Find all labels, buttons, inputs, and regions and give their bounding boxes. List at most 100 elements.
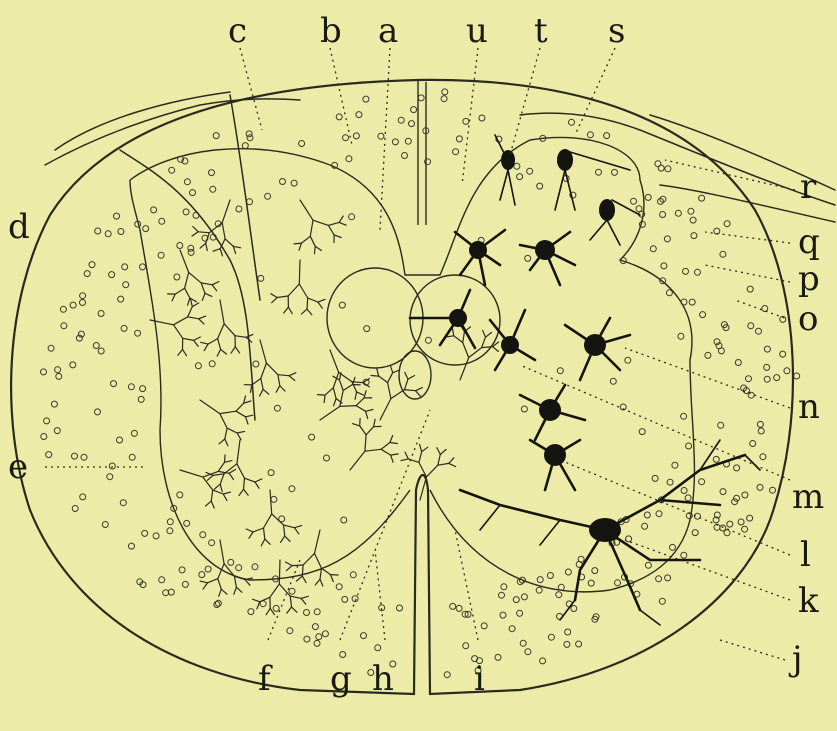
label-t: t (534, 11, 548, 51)
collateral-branch (263, 389, 269, 394)
fibre-section-dot (441, 96, 447, 102)
collateral-branch (438, 454, 441, 465)
fibre-section-dot (718, 422, 724, 428)
fibre-section-dot (159, 218, 165, 224)
collateral-branch (339, 216, 343, 222)
fibre-section-dot (670, 544, 676, 550)
white-matter-dots (41, 89, 800, 678)
fibre-section-dot (713, 456, 719, 462)
fibre-section-dot (304, 610, 310, 616)
collateral-branch (333, 388, 336, 399)
fibre-section-dot (536, 587, 542, 593)
cell-n (565, 318, 630, 380)
fibre-section-dot (274, 405, 280, 411)
collateral-branch (284, 525, 285, 536)
collateral-branch (292, 565, 303, 566)
label-c: c (228, 11, 247, 51)
fibre-section-dot (167, 519, 173, 525)
collateral-branch (420, 477, 426, 500)
collateral-branch (352, 382, 357, 392)
collateral-branch (290, 596, 291, 607)
collateral-branch (438, 463, 449, 465)
collateral-branch (449, 463, 456, 466)
fibre-section-dot (735, 360, 741, 366)
collateral-branch (261, 363, 267, 378)
collateral-branch (180, 250, 189, 272)
collateral-branch (408, 376, 415, 380)
label-m: m (792, 477, 824, 517)
fibre-section-dot (205, 566, 211, 572)
collateral-branch (253, 528, 263, 532)
fibre-section-dot (174, 274, 180, 280)
collateral-branch (223, 492, 230, 494)
fibre-section-dot (84, 271, 90, 277)
collateral-branch (289, 373, 296, 376)
fibre-section-dot (675, 210, 681, 216)
collateral-branch (390, 366, 392, 373)
collateral-branch (236, 587, 242, 592)
fibre-section-dot (140, 386, 146, 392)
collateral-branch (276, 386, 280, 393)
fibre-section-dot (117, 437, 123, 443)
label-o: o (798, 299, 818, 339)
fibre-section-dot (661, 263, 667, 269)
fibre-section-dot (120, 500, 126, 506)
collateral-branch (463, 343, 469, 358)
fibre-section-dot (324, 455, 330, 461)
fibre-section-dot (336, 114, 342, 120)
collateral-branch (281, 536, 285, 542)
collateral-branch (280, 386, 285, 392)
collateral-branch (286, 566, 292, 571)
collateral-branch (188, 298, 190, 305)
fibre-section-dot (764, 364, 770, 370)
collateral-branch (272, 298, 278, 303)
fibre-section-dot (631, 198, 637, 204)
cell-t (455, 230, 505, 285)
fibre-section-dot (109, 463, 115, 469)
collateral-branch (330, 350, 339, 372)
fibre-section-dot (592, 568, 598, 574)
fibre-section-dot (757, 484, 763, 490)
fibre-section-dot (587, 132, 593, 138)
fibre-section-dot (513, 597, 519, 603)
fibre-section-dot (177, 492, 183, 498)
fibre-section-dot (200, 532, 206, 538)
fibre-section-dot (111, 381, 117, 387)
fibre-section-dot (520, 640, 526, 646)
collateral-branch (422, 447, 428, 452)
fibre-section-dot (138, 396, 144, 402)
fibre-section-dot (199, 572, 205, 578)
collateral-branch (185, 272, 189, 288)
fibre-section-dot (762, 306, 768, 312)
fibre-section-dot (247, 135, 253, 141)
fibre-section-dot (756, 328, 762, 334)
collateral-branch (231, 347, 235, 353)
fibre-section-dot (681, 299, 687, 305)
fibre-section-dot (645, 194, 651, 200)
collateral-branch (193, 227, 198, 232)
fibre-section-dot (122, 264, 128, 270)
collateral-branch (200, 581, 207, 583)
collateral-branch (174, 317, 188, 325)
fibre-section-dot (521, 594, 527, 600)
collateral-branch (251, 385, 252, 392)
fibre-section-dot (169, 167, 175, 173)
fibre-section-dot (636, 206, 642, 212)
collateral-branch (202, 293, 205, 300)
fibre-section-dot (128, 384, 134, 390)
collateral-branch (290, 596, 301, 598)
collateral-branch (229, 469, 235, 473)
fibre-section-dot (548, 634, 554, 640)
fibre-section-dot (450, 603, 456, 609)
collateral-branch (288, 284, 299, 296)
collateral-branch (356, 406, 366, 412)
collateral-branch (307, 298, 308, 309)
fibre-section-dot (565, 569, 571, 575)
fibre-section-dot (727, 521, 733, 527)
fibre-section-dot (346, 156, 352, 162)
collateral-branch (252, 379, 261, 385)
collateral-branch (355, 392, 357, 399)
label-i: i (474, 659, 485, 699)
collateral-branch (331, 575, 334, 582)
fibre-section-dot (248, 609, 254, 615)
